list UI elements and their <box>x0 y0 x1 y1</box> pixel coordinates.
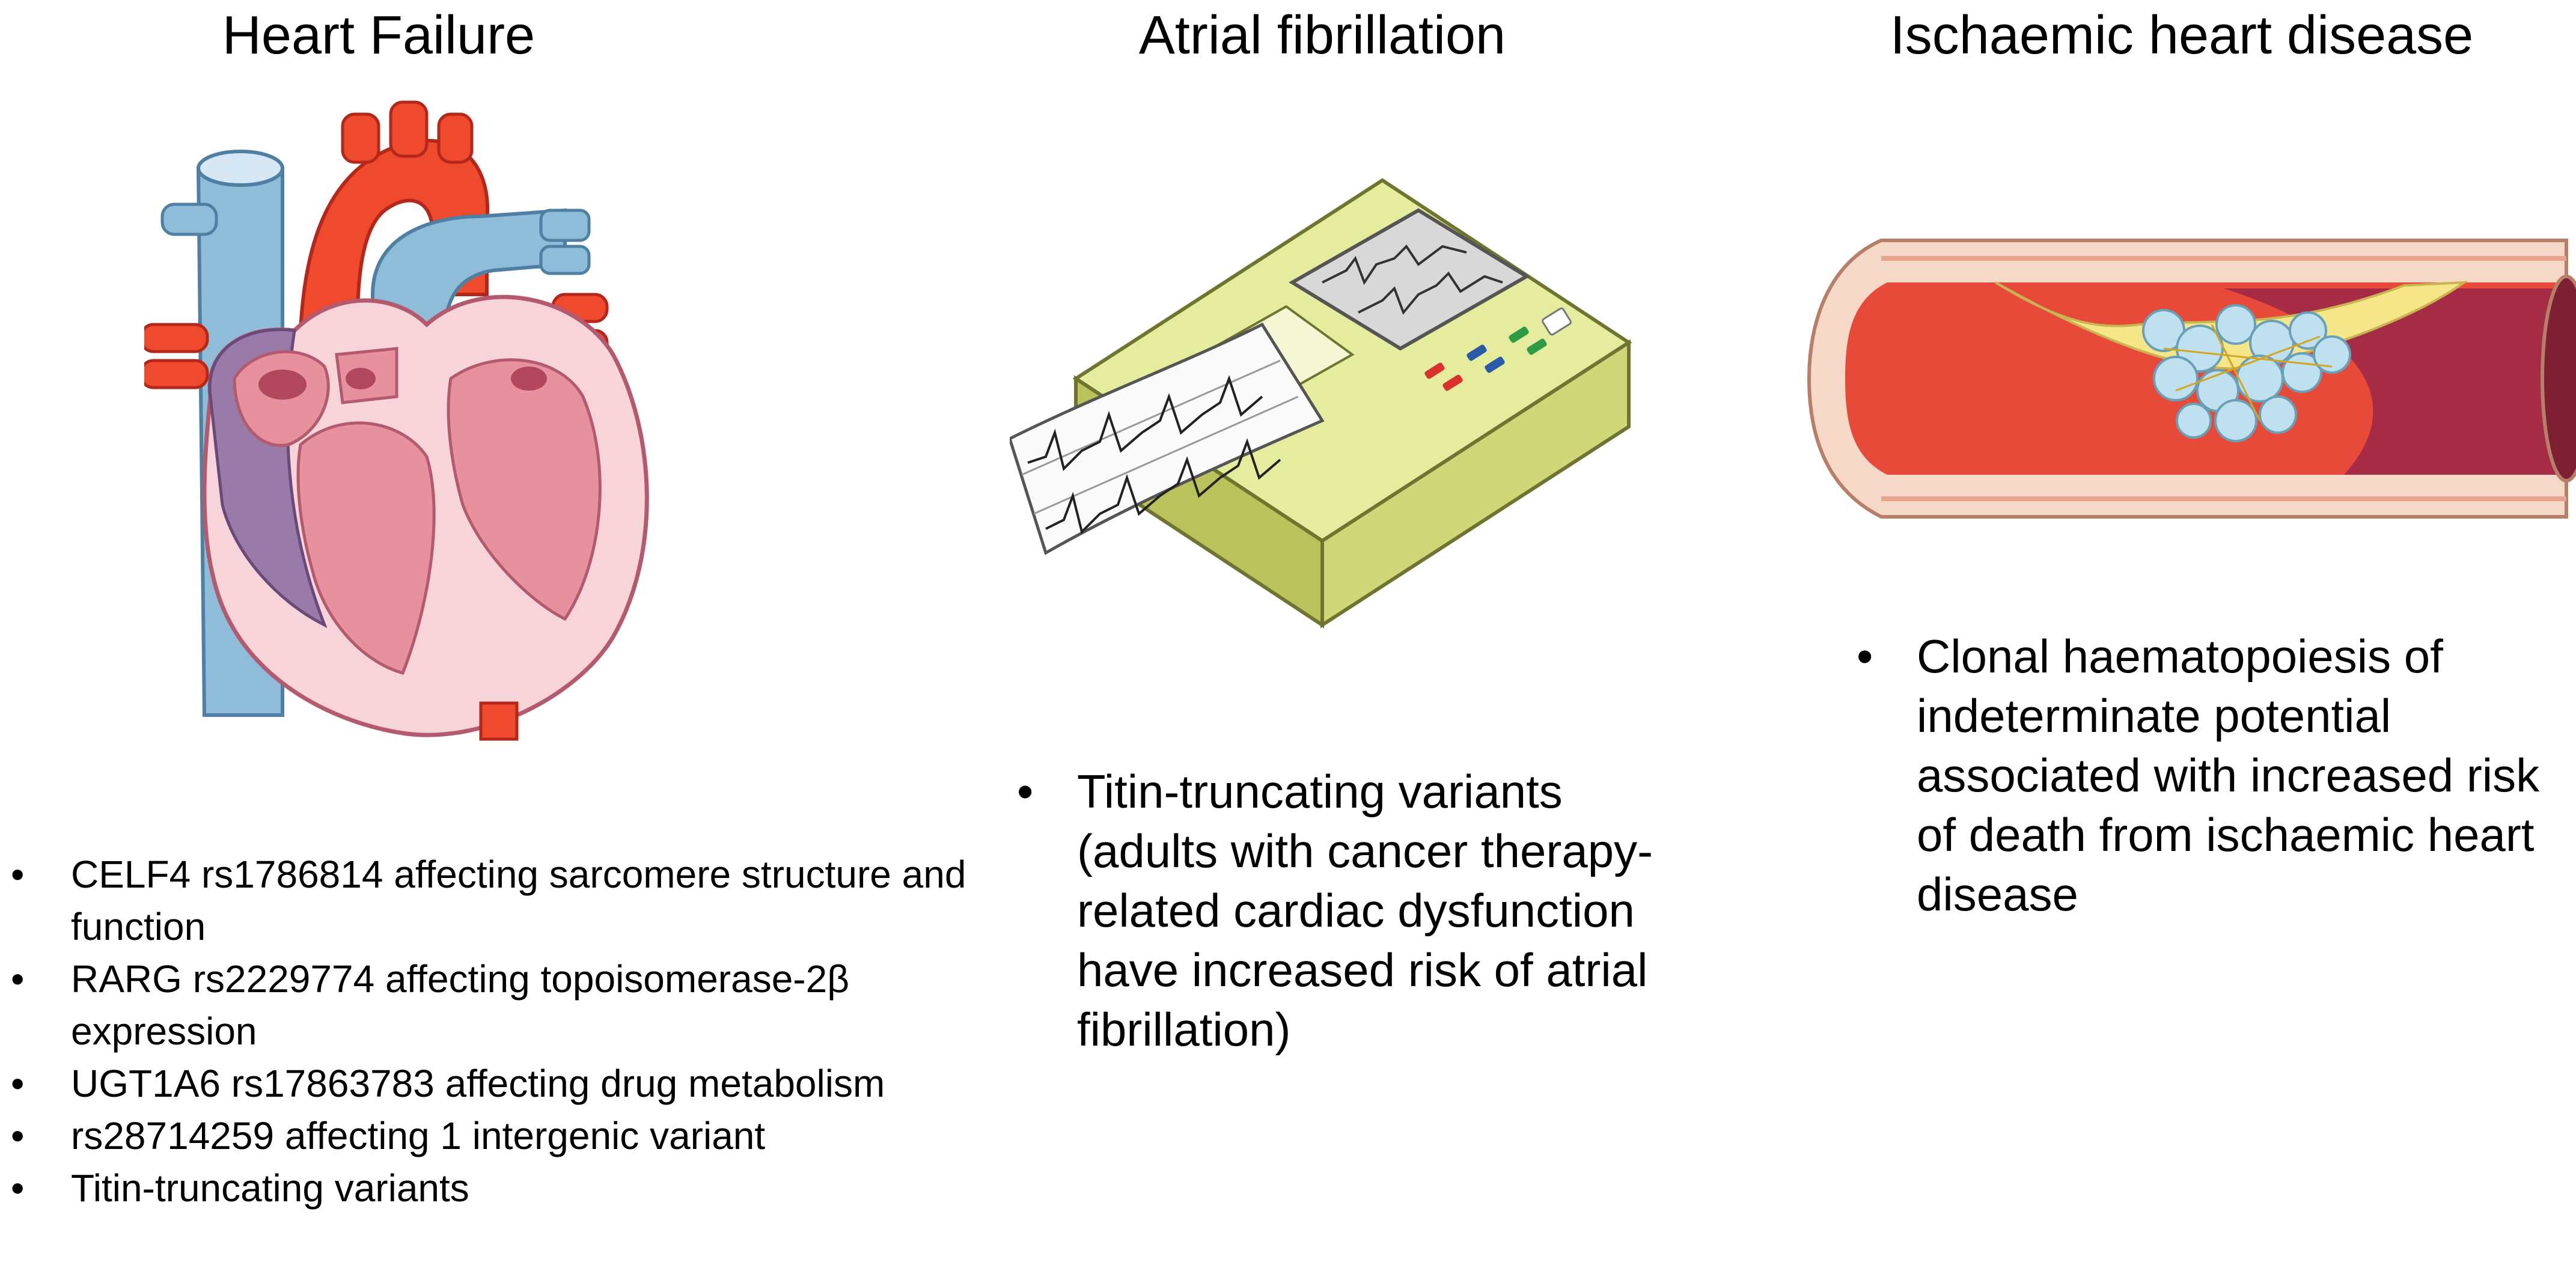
atrial-fibrillation-title: Atrial fibrillation <box>1138 5 1506 66</box>
list-item: UGT1A6 rs17863783 affecting drug metabol… <box>8 1058 970 1110</box>
heart-failure-bullet-list: CELF4 rs1786814 affecting sarcomere stru… <box>8 849 970 1214</box>
list-item: Clonal haematopoiesis of indeterminate p… <box>1854 627 2557 924</box>
list-item: Titin-truncating variants <box>8 1162 970 1214</box>
list-item: Titin-truncating variants (adults with c… <box>1015 762 1676 1059</box>
ecg-machine-illustration <box>1010 178 1632 629</box>
ischaemic-heart-disease-title: Ischaemic heart disease <box>1890 5 2474 66</box>
heart-illustration <box>144 100 649 741</box>
list-item: CELF4 rs1786814 affecting sarcomere stru… <box>8 849 970 953</box>
heart-failure-title: Heart Failure <box>222 5 536 66</box>
atrial-fibrillation-bullet-list: Titin-truncating variants (adults with c… <box>1015 762 1676 1059</box>
list-item: rs28714259 affecting 1 intergenic varian… <box>8 1110 970 1162</box>
ischaemic-heart-disease-bullet-list: Clonal haematopoiesis of indeterminate p… <box>1854 627 2557 924</box>
artery-plaque-illustration <box>1807 239 2576 519</box>
list-item: RARG rs2229774 affecting topoisomerase-2… <box>8 953 970 1058</box>
